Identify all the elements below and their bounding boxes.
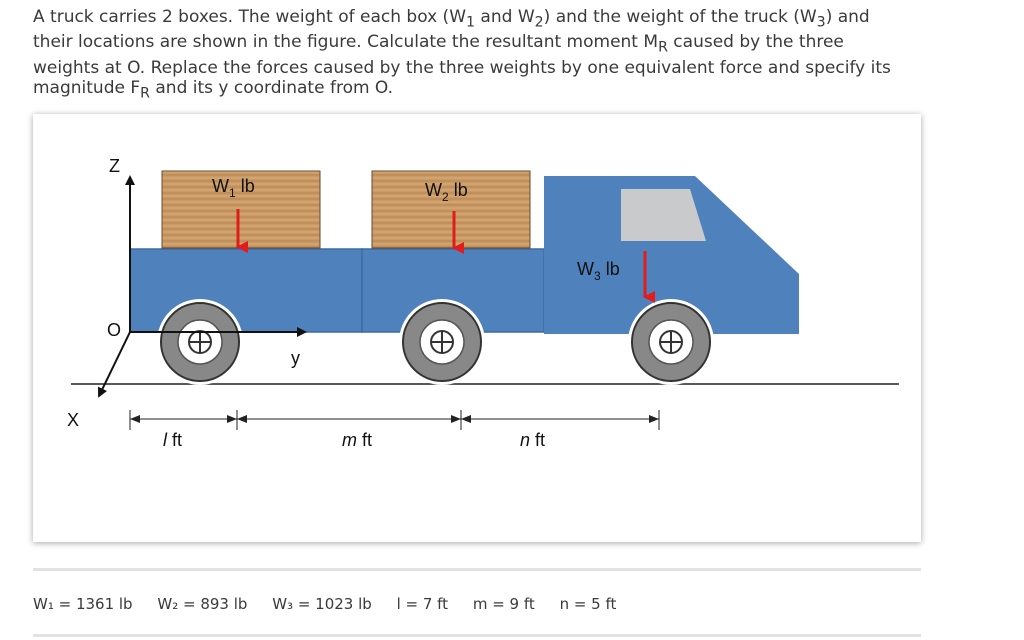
box-1 (161, 170, 321, 249)
cab-window (621, 189, 706, 241)
w2-label: W2 lb (425, 180, 468, 204)
value-m: m = 9 ft (472, 595, 535, 613)
wheel-middle (399, 299, 485, 385)
origin-label: O (107, 320, 121, 340)
value-n: n = 5 ft (559, 595, 617, 613)
axis-x-label: X (67, 410, 79, 430)
divider-bottom (33, 634, 921, 637)
value-w3: W₃ = 1023 lb (272, 595, 372, 613)
dim-n-label: n ft (520, 430, 545, 450)
w1-label: W1 lb (212, 176, 255, 200)
wheel-front (628, 299, 714, 385)
box-2 (371, 170, 531, 249)
wheel-rear (157, 299, 243, 385)
dim-m-label: m ft (342, 430, 372, 450)
x-axis (97, 331, 131, 398)
divider-top (33, 568, 921, 571)
truck-diagram: Z y X O W1 lb W2 lb W3 lb l ft m ft n ft (67, 156, 899, 450)
truck-cab (544, 176, 799, 334)
w3-label: W3 lb (577, 259, 620, 283)
problem-statement: A truck carries 2 boxes. The weight of e… (33, 7, 891, 102)
dim-l-label: l ft (163, 430, 182, 450)
given-values: W₁ = 1361 lb W₂ = 893 lb W₃ = 1023 lb l … (33, 595, 636, 613)
figure-card: Z y X O W1 lb W2 lb W3 lb l ft m ft n ft (33, 114, 921, 542)
dimension-line (129, 410, 660, 430)
axis-y-label: y (291, 348, 300, 368)
value-w1: W₁ = 1361 lb (33, 595, 133, 613)
value-l: l = 7 ft (396, 595, 449, 613)
axis-z-label: Z (109, 156, 120, 176)
value-w2: W₂ = 893 lb (157, 595, 248, 613)
